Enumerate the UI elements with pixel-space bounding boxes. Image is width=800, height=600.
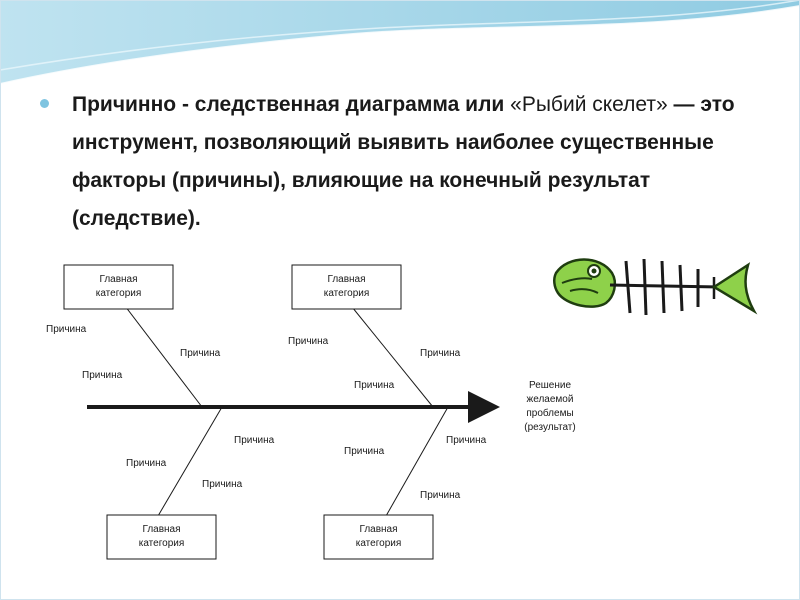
result-label-line2: желаемой	[527, 394, 574, 405]
top-wave-decoration	[0, 0, 800, 85]
category-box-frame	[291, 264, 402, 310]
category-label-line1: Главная	[99, 274, 137, 285]
result-label: Решение желаемой проблемы (результат)	[524, 380, 575, 433]
category-label-line1: Главная	[142, 524, 180, 535]
cause-label: Причина	[288, 336, 329, 347]
bullet-text-part3: — это инструмент, позволяющий выявить на…	[72, 93, 735, 230]
category-label-line2: категория	[356, 538, 402, 549]
result-label-line3: проблемы	[526, 407, 573, 419]
category-box-bottom-right: Главная категория	[323, 514, 434, 560]
cause-label: Причина	[420, 490, 461, 501]
cause-label: Причина	[446, 435, 487, 446]
cause-label: Причина	[82, 370, 123, 381]
fish-skeleton-icon	[553, 258, 758, 316]
category-label-line2: категория	[324, 288, 370, 299]
category-box-top-left: Главная категория	[63, 264, 174, 310]
category-box-top-right: Главная категория	[291, 264, 402, 310]
cause-label: Причина	[46, 324, 87, 335]
bullet-text: Причинно - следственная диаграмма или «Р…	[72, 86, 762, 238]
bone-top-right	[347, 301, 434, 408]
category-label-line1: Главная	[327, 274, 365, 285]
category-box-bottom-left: Главная категория	[106, 514, 217, 560]
category-label-line2: категория	[139, 538, 185, 549]
bullet-icon	[40, 99, 49, 108]
fish-skeleton-image	[548, 243, 766, 333]
result-label-line1: Решение	[529, 380, 571, 391]
category-box-frame	[63, 264, 174, 310]
fishbone-diagram-svg: Главная категория Главная категория Глав…	[46, 264, 576, 560]
cause-label: Причина	[180, 348, 221, 359]
category-box-frame	[323, 514, 434, 560]
category-label-line2: категория	[96, 288, 142, 299]
cause-label: Причина	[234, 435, 275, 446]
bullet-text-part1: Причинно - следственная диаграмма или	[72, 93, 511, 116]
cause-label: Причина	[126, 458, 167, 469]
bone-bottom-left	[157, 406, 223, 517]
cause-label: Причина	[354, 380, 395, 391]
cause-label: Причина	[344, 446, 385, 457]
bullet-text-part2: «Рыбий скелет»	[510, 93, 668, 116]
fishbone-diagram: Главная категория Главная категория Глав…	[40, 256, 592, 572]
category-box-frame	[106, 514, 217, 560]
cause-label: Причина	[202, 479, 243, 490]
bone-top-left	[121, 301, 203, 408]
result-label-line4: (результат)	[524, 422, 575, 433]
bone-bottom-right	[385, 406, 449, 517]
cause-label: Причина	[420, 348, 461, 359]
category-label-line1: Главная	[359, 524, 397, 535]
